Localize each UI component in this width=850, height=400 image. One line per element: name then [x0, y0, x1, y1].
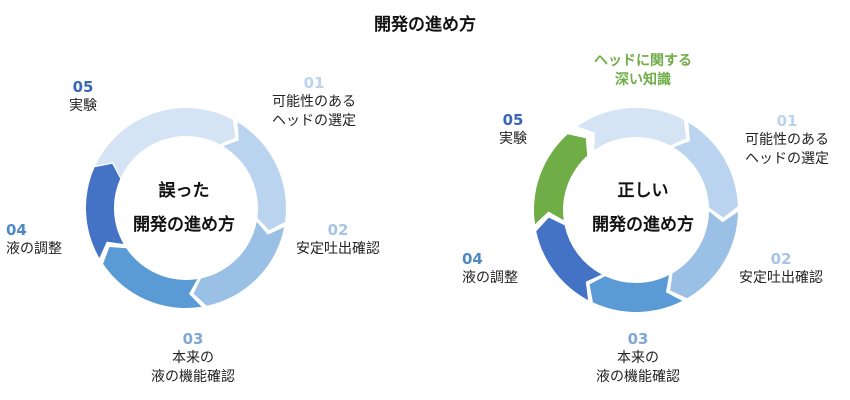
right-extra-line1: ヘッドに関する	[594, 53, 692, 69]
left-center-line2: 開発の進め方	[133, 215, 235, 235]
left-segment-01	[95, 108, 236, 178]
right-extra-line2: 深い知識	[615, 72, 671, 88]
right-step-01-line1: 可能性のある	[745, 132, 829, 148]
left-step-03-line1: 本来の	[172, 350, 214, 366]
right-step-03-line1: 本来の	[617, 350, 659, 366]
left-cycle-diagram	[85, 108, 286, 309]
right-step-03-number: 03	[627, 330, 649, 348]
left-step-05-line1: 実験	[69, 98, 97, 114]
right-center-text: 正しい 開発の進め方	[563, 174, 723, 242]
left-step-02-number: 02	[327, 221, 349, 239]
right-segment-04	[589, 275, 683, 312]
left-step-04-line1: 液の調整	[6, 241, 62, 257]
left-step-03-number: 03	[182, 330, 204, 348]
right-step-01-number: 01	[776, 112, 798, 130]
right-step-04-line1: 液の調整	[462, 270, 518, 286]
right-step-04: 04 液の調整	[462, 250, 552, 288]
left-step-01-line1: 可能性のある	[272, 94, 356, 110]
left-step-01-line2: ヘッドの選定	[272, 113, 356, 129]
right-step-05-number: 05	[502, 111, 524, 129]
right-step-05: 05 実験	[488, 111, 538, 149]
right-center-line2: 開発の進め方	[592, 215, 694, 235]
left-step-02-line1: 安定吐出確認	[296, 241, 380, 257]
right-segment-01	[577, 107, 687, 151]
left-step-05: 05 実験	[58, 78, 108, 116]
right-segment-03	[670, 211, 738, 299]
page-title: 開発の進め方	[374, 15, 476, 35]
right-segment-extra	[534, 134, 588, 225]
right-step-01-line2: ヘッドの選定	[745, 151, 829, 167]
right-step-05-line1: 実験	[499, 131, 527, 147]
left-step-05-number: 05	[72, 78, 94, 96]
right-segment-05	[536, 217, 602, 301]
right-step-03: 03 本来の 液の機能確認	[578, 330, 698, 387]
left-step-03-line2: 液の機能確認	[151, 369, 235, 385]
right-segment-02	[673, 122, 738, 218]
left-step-01: 01 可能性のある ヘッドの選定	[255, 74, 373, 131]
right-step-02-number: 02	[770, 250, 792, 268]
right-step-01: 01 可能性のある ヘッドの選定	[728, 112, 846, 169]
right-extra-label: ヘッドに関する 深い知識	[568, 52, 718, 90]
left-step-01-number: 01	[303, 74, 325, 92]
left-center-text: 誤った 開発の進め方	[110, 174, 258, 242]
left-center-line1: 誤った	[158, 181, 210, 201]
left-step-04: 04 液の調整	[6, 221, 96, 259]
right-step-02-line1: 安定吐出確認	[739, 270, 823, 286]
left-step-03: 03 本来の 液の機能確認	[133, 330, 253, 387]
left-segment-03	[193, 221, 285, 306]
right-step-03-line2: 液の機能確認	[596, 369, 680, 385]
right-center-line1: 正しい	[617, 181, 669, 201]
right-cycle-diagram	[534, 107, 738, 312]
left-step-02: 02 安定吐出確認	[283, 221, 393, 259]
left-segment-05	[85, 163, 124, 258]
left-segment-04	[103, 247, 202, 309]
right-step-02: 02 安定吐出確認	[726, 250, 836, 288]
left-step-04-number: 04	[6, 221, 27, 239]
right-step-04-number: 04	[462, 250, 483, 268]
left-segment-02	[223, 122, 286, 231]
